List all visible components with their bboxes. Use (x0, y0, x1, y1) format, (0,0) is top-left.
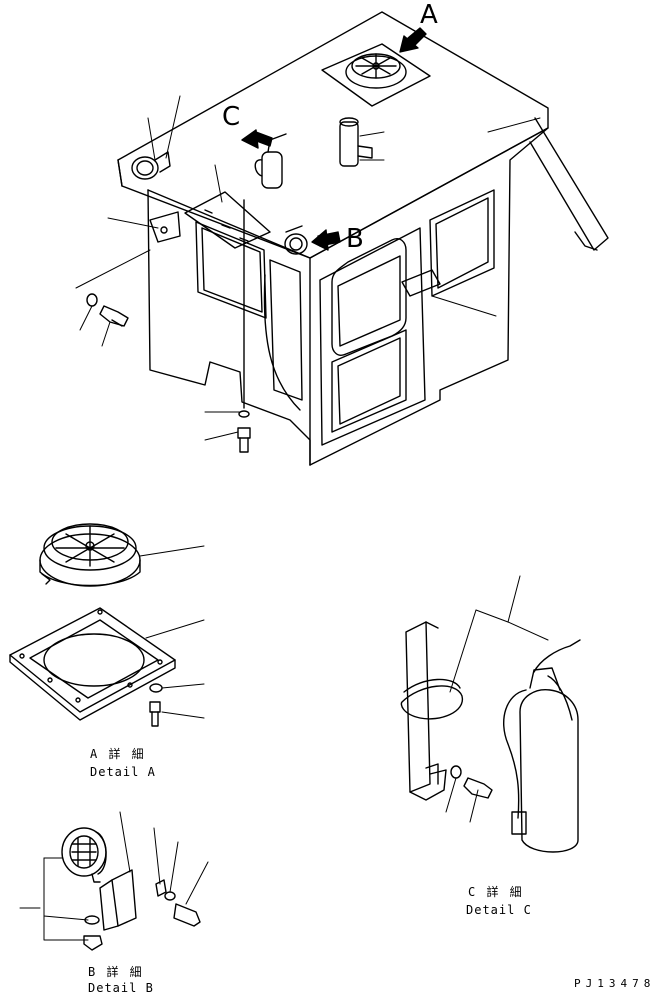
cab-assembly (86, 11, 609, 466)
detail-b-title-jp: B 詳 細 (88, 965, 144, 979)
detail-a-drawing (9, 523, 176, 727)
leader-lines-detail-a (139, 545, 205, 719)
detail-b-drawing (61, 827, 201, 951)
detail-a-title-en: Detail A (90, 765, 156, 779)
drawing-code: PJ13478 (574, 977, 656, 990)
leader-lines-main (75, 95, 541, 441)
marker-a: A (420, 0, 438, 30)
detail-c-drawing (400, 621, 581, 853)
work-lamp-left (131, 151, 171, 180)
marker-c: C (222, 102, 241, 132)
leader-lines-detail-b (19, 811, 209, 941)
detail-c-title-en: Detail C (466, 903, 532, 917)
detail-a-title-jp: A 詳 細 (90, 747, 146, 761)
work-lamp-b (284, 225, 308, 255)
leader-lines-detail-c (445, 575, 549, 823)
detail-b-title-en: Detail B (88, 981, 154, 995)
roof-duct (339, 117, 373, 167)
roof-vent (321, 43, 431, 107)
marker-b: B (346, 224, 364, 254)
detail-c-title-jp: C 詳 細 (468, 885, 524, 899)
